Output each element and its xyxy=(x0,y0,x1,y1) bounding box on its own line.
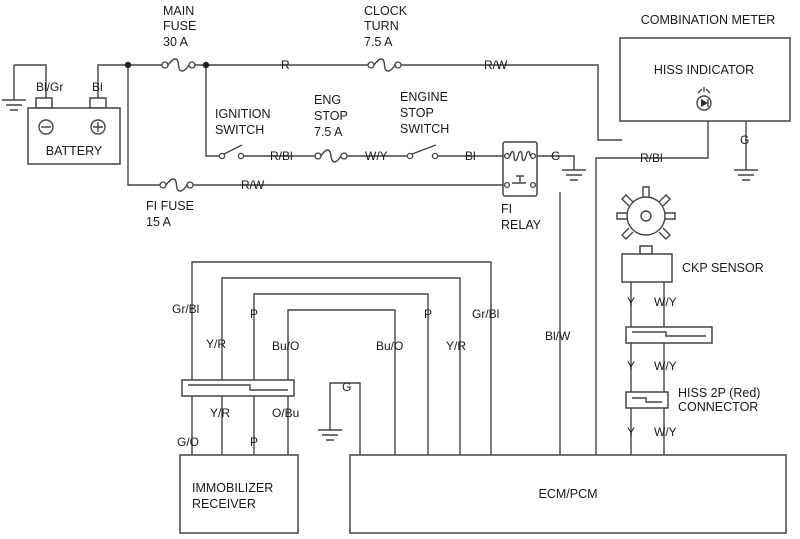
wire-label: Y/R xyxy=(446,339,466,353)
ignition-switch-label-1: IGNITION xyxy=(215,107,271,121)
main-fuse xyxy=(161,58,196,72)
engine-stop-switch-label-2: STOP xyxy=(400,106,434,120)
wire-label: R/W xyxy=(484,58,508,72)
wire-label: Bu/O xyxy=(272,339,299,353)
wire-label: W/Y xyxy=(654,295,677,309)
junction-dot xyxy=(124,61,132,69)
combination-meter-label: COMBINATION METER xyxy=(641,13,776,27)
wire-label: P xyxy=(250,307,258,321)
ckp-sensor-label: CKP SENSOR xyxy=(682,261,764,275)
clock-turn-label-2: TURN xyxy=(364,19,399,33)
wire-label: Gr/Bl xyxy=(172,302,199,316)
wire-label: Y/R xyxy=(206,337,226,351)
ignition-switch-label-2: SWITCH xyxy=(215,123,264,137)
engine-stop-switch-label-1: ENGINE xyxy=(400,90,448,104)
fi-relay xyxy=(502,141,538,197)
hiss-connector-label-1: HISS 2P (Red) xyxy=(678,386,760,400)
battery: BATTERY xyxy=(27,97,121,165)
fi-fuse-label-1: FI FUSE xyxy=(146,199,194,213)
wire-label: Y xyxy=(627,359,635,373)
clock-turn-label-1: CLOCK xyxy=(364,4,408,18)
immobilizer-connector xyxy=(181,379,295,397)
ground-symbol xyxy=(2,99,26,111)
hiss-indicator-icon xyxy=(696,87,712,111)
ground-symbol xyxy=(734,169,758,181)
combination-meter: COMBINATION METER HISS INDICATOR xyxy=(619,13,791,122)
wire-label: Bu/O xyxy=(376,339,403,353)
wire-label: Bl xyxy=(465,149,476,163)
wire-label: Y xyxy=(627,425,635,439)
wire-label: Bl xyxy=(92,80,103,94)
wire-label: G xyxy=(342,380,351,394)
ground-symbol xyxy=(318,429,342,441)
clock-turn-label-3: 7.5 A xyxy=(364,35,393,49)
hiss-connector-label-2: CONNECTOR xyxy=(678,400,758,414)
wire-label: W/Y xyxy=(365,149,388,163)
fi-relay-label-1: FI xyxy=(501,202,512,216)
eng-stop-label-3: 7.5 A xyxy=(314,125,343,139)
hiss-indicator-label: HISS INDICATOR xyxy=(654,63,754,77)
main-fuse-label-2: FUSE xyxy=(163,19,196,33)
clock-turn-fuse xyxy=(367,58,402,72)
immobilizer-label-1: IMMOBILIZER xyxy=(192,481,273,495)
wire-label: Gr/Bl xyxy=(472,307,499,321)
battery-label: BATTERY xyxy=(46,144,103,158)
immobilizer-label-2: RECEIVER xyxy=(192,497,256,511)
fi-relay-label-2: RELAY xyxy=(501,218,542,232)
ground-symbol xyxy=(562,169,586,181)
wire-label: Bl/W xyxy=(545,329,571,343)
eng-stop-label-2: STOP xyxy=(314,109,348,123)
ecm-pcm: ECM/PCM xyxy=(349,454,787,534)
wire-label: R/W xyxy=(241,178,265,192)
fi-fuse-label-2: 15 A xyxy=(146,215,172,229)
engine-stop-switch-label-3: SWITCH xyxy=(400,122,449,136)
immobilizer-receiver: IMMOBILIZER RECEIVER xyxy=(179,454,299,534)
wire-label: W/Y xyxy=(654,425,677,439)
wire-label: O/Bu xyxy=(272,406,299,420)
ecm-pcm-label: ECM/PCM xyxy=(538,487,597,501)
ckp-connector xyxy=(625,326,713,344)
reluctor-wheel-icon xyxy=(616,186,676,240)
main-fuse-label-3: 30 A xyxy=(163,35,189,49)
wire-label: R/Bl xyxy=(270,149,293,163)
wire-label: Y/R xyxy=(210,406,230,420)
main-fuse-label-1: MAIN xyxy=(163,4,194,18)
ckp-sensor: CKP SENSOR xyxy=(616,186,764,283)
wire-label: P xyxy=(250,435,258,449)
wires xyxy=(13,64,747,455)
junction-dot xyxy=(202,61,210,69)
wire-label: Bl/Gr xyxy=(36,80,63,94)
wire-label: W/Y xyxy=(654,359,677,373)
fi-fuse xyxy=(159,178,194,192)
hiss-2p-connector: HISS 2P (Red) CONNECTOR xyxy=(625,386,760,414)
eng-stop-label-1: ENG xyxy=(314,93,341,107)
wire-label: G/O xyxy=(177,435,199,449)
wire-label: R/Bl xyxy=(640,151,663,165)
eng-stop-fuse xyxy=(314,149,348,163)
ignition-switch xyxy=(218,144,245,160)
wire-label: Y xyxy=(627,295,635,309)
wire-label: P xyxy=(424,307,432,321)
wire-label: G xyxy=(740,133,749,147)
wire-label: R xyxy=(281,58,290,72)
wire-label: G xyxy=(551,149,560,163)
engine-stop-switch xyxy=(406,144,439,160)
